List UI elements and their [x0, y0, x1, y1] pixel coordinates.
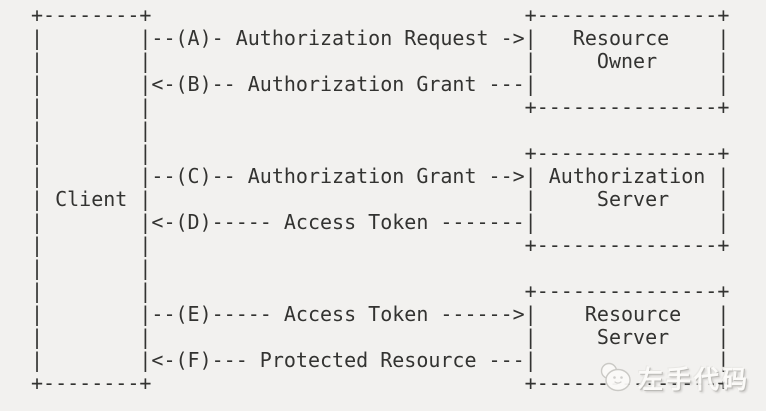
- ascii-art-diagram: +--------+ +---------------+ | |--(A)- A…: [31, 3, 730, 395]
